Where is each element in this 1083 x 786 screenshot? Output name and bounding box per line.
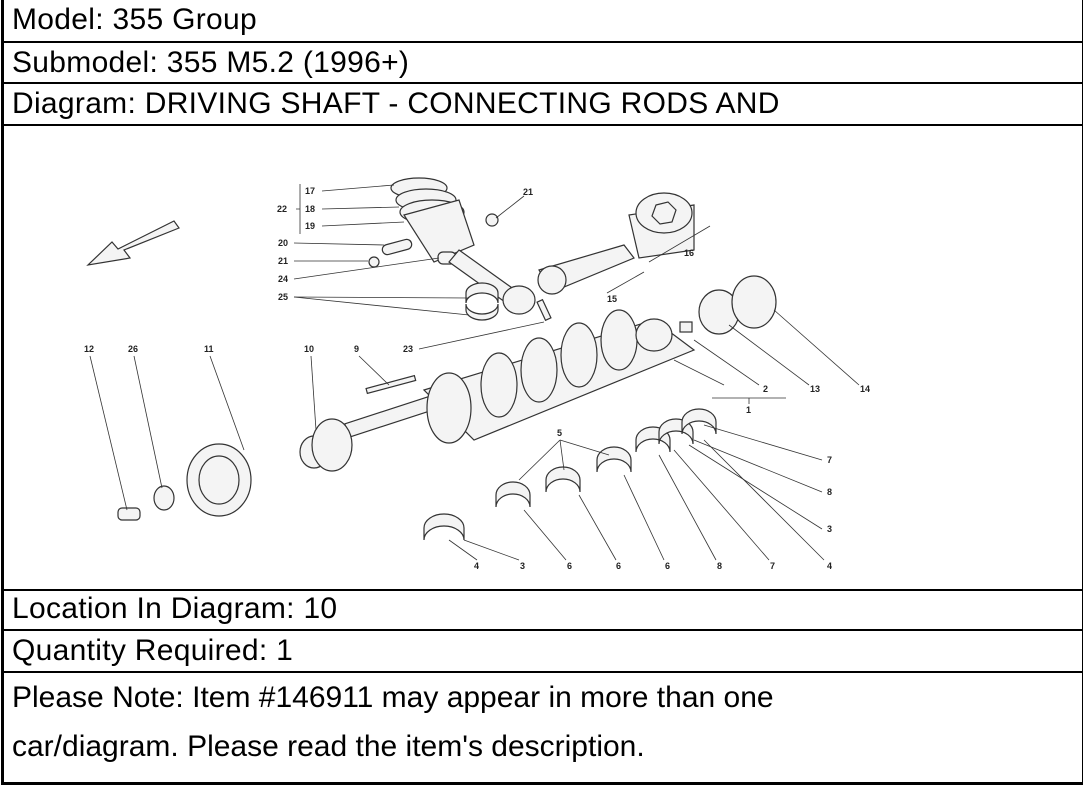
callout-label: 25	[278, 292, 288, 302]
crankshaft	[344, 275, 777, 444]
callout-label: 7	[827, 455, 832, 465]
callout-label: 2	[763, 384, 768, 394]
callout-label: 7	[770, 561, 775, 571]
quantity-row: Quantity Required: 1	[4, 631, 1082, 673]
callout-label: 3	[827, 524, 832, 534]
callout-label: 12	[84, 344, 94, 354]
callout-label: 10	[304, 344, 314, 354]
callout-label: 4	[474, 561, 479, 571]
note-line-2: car/diagram. Please read the item's desc…	[12, 730, 645, 763]
leader-lines	[89, 184, 860, 561]
callout-label: 26	[128, 344, 138, 354]
callout-label: 24	[278, 274, 288, 284]
callout-label: 14	[860, 384, 870, 394]
connecting-rod-assembly	[537, 192, 695, 295]
callout-label: 8	[717, 561, 722, 571]
callout-label: 21	[523, 187, 533, 197]
exploded-view-drawing: 17 22 18 19 21 20 21 24 25 16 15 12 26 1…	[84, 177, 870, 571]
callout-label: 17	[305, 186, 315, 196]
submodel-row: Submodel: 355 M5.2 (1996+)	[4, 43, 1082, 84]
model-row: Model: 355 Group	[4, 0, 1082, 43]
callout-label: 21	[278, 256, 288, 266]
callout-label: 3	[520, 561, 525, 571]
callout-label: 22	[277, 204, 287, 214]
front-pulley-group	[117, 418, 353, 521]
callout-label: 8	[827, 487, 832, 497]
callout-label: 1	[746, 405, 751, 415]
callout-label: 4	[827, 561, 832, 571]
bearing-shells	[423, 408, 717, 541]
callout-label: 5	[557, 428, 562, 438]
direction-arrow-icon	[86, 220, 180, 266]
location-row: Location In Diagram: 10	[4, 589, 1082, 631]
callout-label: 9	[354, 344, 359, 354]
callout-label: 6	[665, 561, 670, 571]
callout-label: 15	[607, 294, 617, 304]
callout-label: 19	[305, 221, 315, 231]
callout-label: 11	[204, 344, 214, 354]
callout-label: 23	[403, 344, 413, 354]
callout-label: 18	[305, 204, 315, 214]
callout-label: 20	[278, 238, 288, 248]
parts-diagram: 17 22 18 19 21 20 21 24 25 16 15 12 26 1…	[4, 126, 1082, 591]
piston-assembly	[368, 177, 552, 322]
diagram-title-row: Diagram: DRIVING SHAFT - CONNECTING RODS…	[4, 84, 1082, 126]
callout-label: 16	[684, 248, 694, 258]
callout-label: 13	[810, 384, 820, 394]
callout-label: 6	[616, 561, 621, 571]
note-line-1: Please Note: Item #146911 may appear in …	[12, 681, 774, 714]
callout-label: 6	[567, 561, 572, 571]
note-row: Please Note: Item #146911 may appear in …	[4, 673, 1082, 771]
